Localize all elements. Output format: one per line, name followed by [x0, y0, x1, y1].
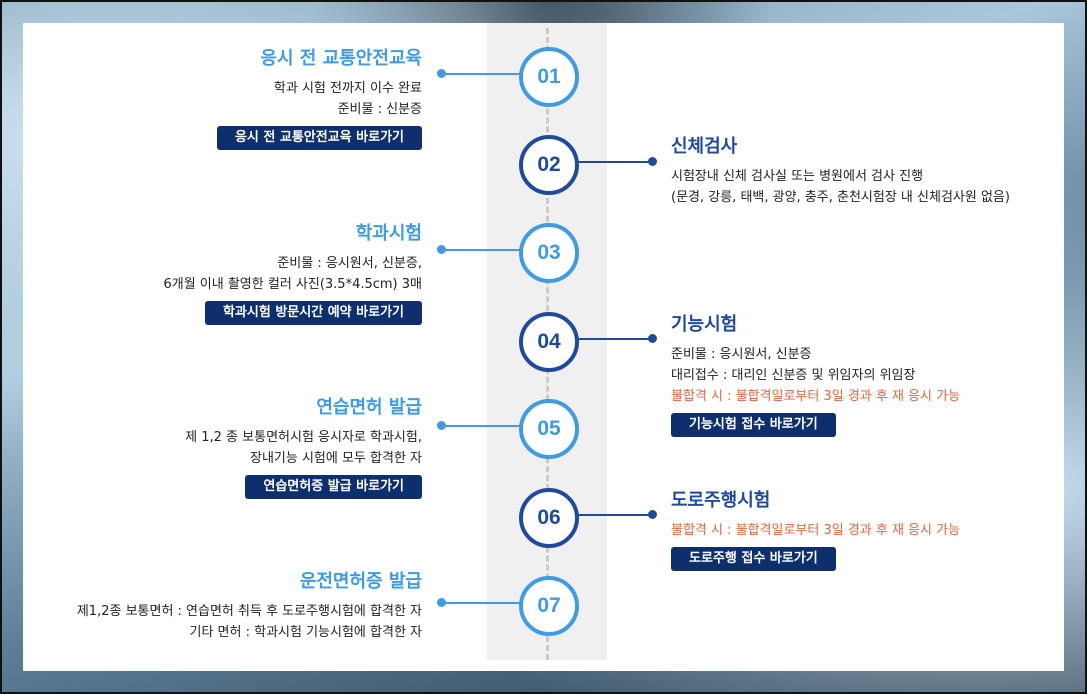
- step-title: 연습면허 발급: [185, 393, 422, 419]
- connector-line: [442, 602, 522, 604]
- connector-line: [442, 73, 522, 75]
- step-title: 도로주행시험: [671, 486, 960, 512]
- connector-dot: [648, 334, 657, 343]
- connector-line: [442, 249, 522, 251]
- step-03-block: 학과시험 준비물 : 응시원서, 신분증, 6개월 이내 촬영한 컬러 사진(3…: [163, 219, 422, 325]
- step-title: 응시 전 교통안전교육: [217, 44, 422, 70]
- connector-line: [574, 338, 654, 340]
- step-description: 시험장내 신체 검사실 또는 병원에서 검사 진행: [671, 166, 1010, 187]
- step-01-circle: 01: [519, 47, 579, 107]
- step-description: 준비물 : 신분증: [217, 99, 422, 120]
- step-warning: 불합격 시 : 불합격일로부터 3일 경과 후 재 응시 가능: [671, 386, 960, 407]
- step-description: 제1,2종 보통면허 : 연습면허 취득 후 도로주행시험에 합격한 자: [77, 601, 422, 622]
- road-test-apply-button[interactable]: 도로주행 접수 바로가기: [671, 547, 836, 571]
- step-04-block: 기능시험 준비물 : 응시원서, 신분증 대리접수 : 대리인 신분증 및 위임…: [671, 310, 960, 437]
- step-description: 대리접수 : 대리인 신분증 및 위임자의 위임장: [671, 365, 960, 386]
- connector-dot: [648, 157, 657, 166]
- learner-permit-issue-button[interactable]: 연습면허증 발급 바로가기: [245, 475, 422, 499]
- step-description: 6개월 이내 촬영한 컬러 사진(3.5*4.5cm) 3매: [163, 274, 422, 295]
- step-title: 기능시험: [671, 310, 960, 336]
- step-04-circle: 04: [519, 312, 579, 372]
- connector-dot: [437, 245, 446, 254]
- step-description: 장내기능 시험에 모두 합격한 자: [185, 448, 422, 469]
- step-01-block: 응시 전 교통안전교육 학과 시험 전까지 이수 완료 준비물 : 신분증 응시…: [217, 44, 422, 150]
- connector-line: [442, 425, 522, 427]
- step-title: 학과시험: [163, 219, 422, 245]
- connector-dot: [437, 598, 446, 607]
- connector-line: [574, 161, 654, 163]
- step-06-circle: 06: [519, 488, 579, 548]
- traffic-safety-education-button[interactable]: 응시 전 교통안전교육 바로가기: [217, 126, 422, 150]
- step-02-circle: 02: [519, 135, 579, 195]
- step-06-block: 도로주행시험 불합격 시 : 불합격일로부터 3일 경과 후 재 응시 가능 도…: [671, 486, 960, 571]
- step-description: 준비물 : 응시원서, 신분증: [671, 344, 960, 365]
- step-07-block: 운전면허증 발급 제1,2종 보통면허 : 연습면허 취득 후 도로주행시험에 …: [77, 567, 422, 643]
- step-description: 학과 시험 전까지 이수 완료: [217, 78, 422, 99]
- connector-dot: [437, 69, 446, 78]
- step-warning: 불합격 시 : 불합격일로부터 3일 경과 후 재 응시 가능: [671, 520, 960, 541]
- step-05-circle: 05: [519, 399, 579, 459]
- step-description: 기타 면허 : 학과시험 기능시험에 합격한 자: [77, 622, 422, 643]
- connector-dot: [437, 421, 446, 430]
- connector-line: [574, 514, 654, 516]
- step-03-circle: 03: [519, 223, 579, 283]
- skill-test-apply-button[interactable]: 기능시험 접수 바로가기: [671, 413, 836, 437]
- step-title: 신체검사: [671, 132, 1010, 158]
- step-05-block: 연습면허 발급 제 1,2 종 보통면허시험 응시자로 학과시험, 장내기능 시…: [185, 393, 422, 499]
- connector-dot: [648, 510, 657, 519]
- written-test-reservation-button[interactable]: 학과시험 방문시간 예약 바로가기: [205, 301, 422, 325]
- step-description: 준비물 : 응시원서, 신분증,: [163, 253, 422, 274]
- step-title: 운전면허증 발급: [77, 567, 422, 593]
- step-02-block: 신체검사 시험장내 신체 검사실 또는 병원에서 검사 진행 (문경, 강릉, …: [671, 132, 1010, 208]
- step-07-circle: 07: [519, 576, 579, 636]
- step-description: 제 1,2 종 보통면허시험 응시자로 학과시험,: [185, 427, 422, 448]
- step-description: (문경, 강릉, 태백, 광양, 충주, 춘천시험장 내 신체검사원 없음): [671, 187, 1010, 208]
